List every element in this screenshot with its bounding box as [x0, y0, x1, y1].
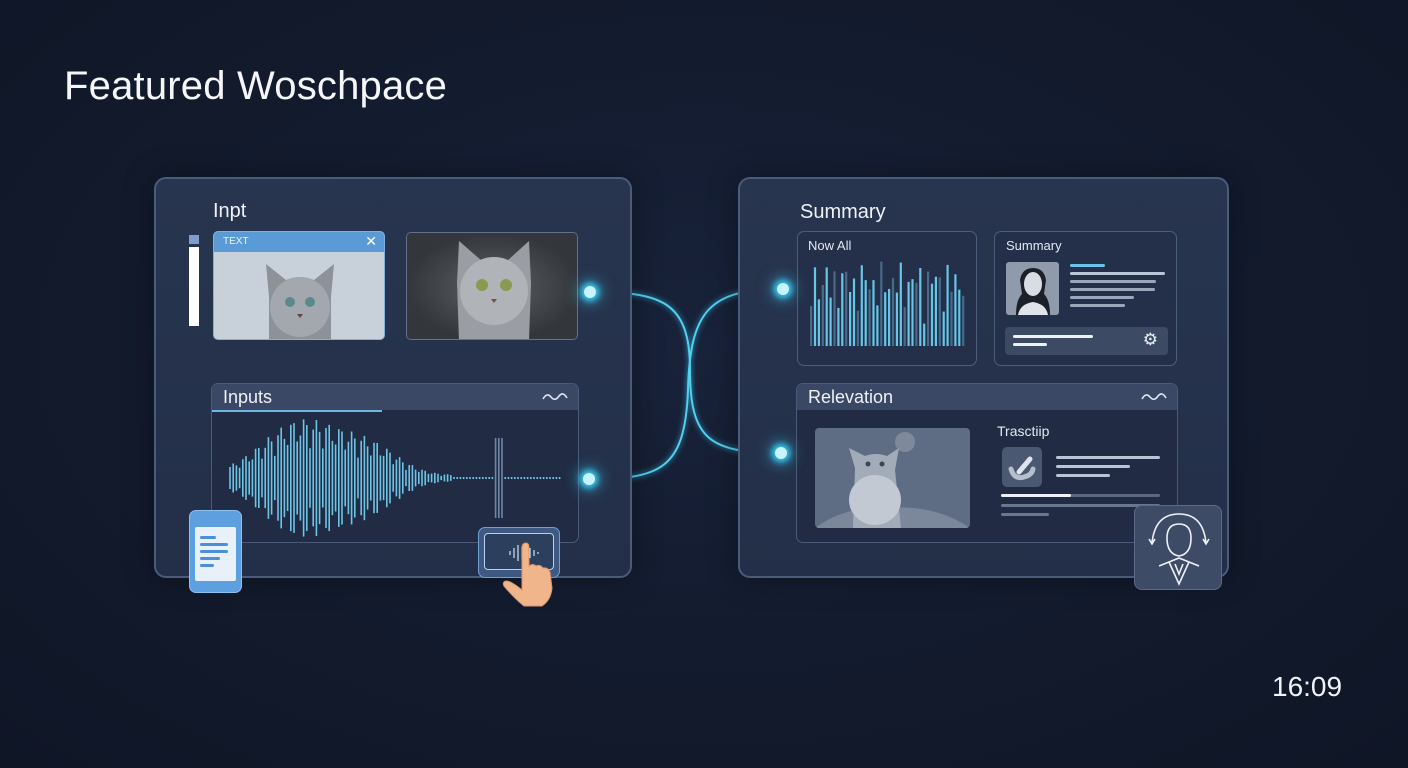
visual-bar	[938, 277, 941, 346]
visual-bar	[962, 295, 965, 346]
visual-bar	[884, 292, 887, 346]
text-card-header: TEXT ✕	[214, 232, 384, 252]
bar-visualization	[810, 261, 965, 346]
visual-bar	[899, 262, 902, 346]
visual-bar	[919, 268, 922, 346]
connector-audio-to-chart	[588, 288, 784, 480]
inputs-progress	[212, 410, 382, 412]
mobile-document-icon[interactable]	[189, 510, 242, 593]
visual-bar	[930, 283, 934, 346]
scroll-thumb[interactable]	[189, 235, 199, 244]
visual-bar	[817, 299, 820, 346]
visual-bar	[942, 311, 945, 346]
visual-bar	[860, 265, 863, 346]
visual-bar	[915, 282, 918, 346]
summary-action-bar[interactable]: ⚙	[1005, 327, 1168, 355]
visual-bar	[813, 267, 817, 346]
connector-node-audio[interactable]	[583, 473, 595, 485]
relevation-heading: Relevation	[808, 387, 894, 407]
gear-icon[interactable]: ⚙	[1142, 330, 1158, 349]
visual-bar	[903, 307, 906, 346]
visual-bar	[852, 278, 856, 346]
cat-video-thumbnail[interactable]	[815, 428, 970, 528]
transcript-label: Trasctiip	[997, 423, 1050, 439]
visual-bar	[927, 271, 930, 346]
connector-node-chart[interactable]	[777, 283, 789, 295]
audio-waveform	[229, 419, 561, 537]
visual-bar	[891, 278, 895, 346]
inputs-header: Inputs	[212, 384, 578, 410]
visual-bar	[907, 281, 910, 346]
visual-bar	[880, 261, 883, 346]
visual-bar	[911, 279, 914, 346]
visual-bar	[950, 291, 953, 346]
scrollbar[interactable]	[189, 247, 199, 326]
edit-icon[interactable]	[1002, 447, 1042, 487]
visual-bar	[837, 307, 840, 346]
visual-bar	[825, 267, 828, 346]
visual-bar	[954, 274, 957, 346]
chart-card[interactable]: Now All	[797, 231, 977, 366]
visual-bar	[876, 305, 879, 346]
cat-photo-light	[214, 252, 384, 339]
visual-bar	[845, 271, 848, 346]
text-image-card[interactable]: TEXT ✕	[213, 231, 385, 340]
visual-bar	[849, 292, 852, 346]
connector-node-image[interactable]	[584, 286, 596, 298]
visual-bar	[868, 289, 871, 346]
connector-node-relevation[interactable]	[775, 447, 787, 459]
visual-bar	[958, 289, 961, 346]
visual-bar	[829, 297, 832, 346]
wave-icon[interactable]	[542, 392, 568, 402]
visual-bar	[872, 280, 875, 346]
visual-bar	[833, 271, 836, 346]
relevation-panel: Relevation Trasctiip	[796, 383, 1178, 543]
clock: 16:09	[1272, 671, 1343, 702]
persona-icon	[1148, 513, 1210, 586]
visual-bar	[864, 280, 867, 346]
inputs-panel: Inputs	[211, 383, 579, 543]
visual-bar	[895, 292, 898, 346]
page-title: Featured Woschpace	[64, 64, 448, 108]
visual-bar	[934, 276, 937, 346]
visual-bar	[810, 306, 813, 346]
avatar	[1006, 262, 1059, 315]
input-panel-heading: Inpt	[213, 200, 247, 222]
touch-hand-icon	[502, 542, 553, 607]
close-icon[interactable]: ✕	[365, 233, 377, 249]
cat-photo-dark[interactable]	[406, 232, 578, 340]
visual-bar	[888, 288, 891, 346]
inputs-heading: Inputs	[223, 387, 273, 407]
visual-bar	[841, 273, 844, 346]
relevation-header: Relevation	[797, 384, 1177, 410]
visual-bar	[923, 323, 926, 346]
wave-icon[interactable]	[1141, 392, 1167, 402]
chart-card-label: Now All	[808, 238, 852, 253]
output-panel-heading: Summary	[800, 201, 886, 223]
persona-button[interactable]	[1134, 505, 1222, 590]
summary-card-label: Summary	[1006, 238, 1062, 253]
visual-bar	[946, 264, 949, 346]
visual-bar	[821, 284, 824, 346]
text-card-label: TEXT	[223, 236, 249, 247]
transcript-progress	[1001, 494, 1071, 497]
visual-bar	[856, 310, 859, 346]
summary-card[interactable]: Summary ⚙	[994, 231, 1177, 366]
